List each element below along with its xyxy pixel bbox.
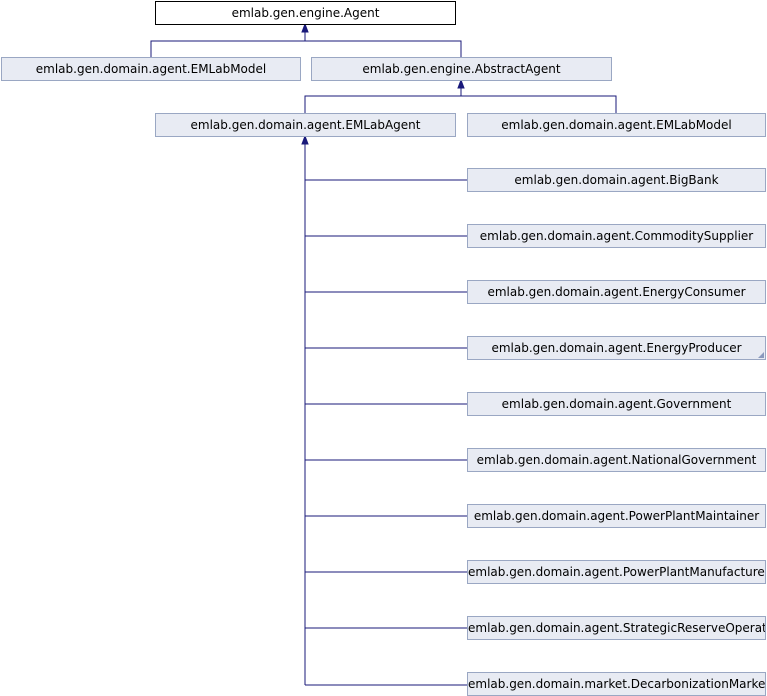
node-powerplantmanufacturer[interactable]: emlab.gen.domain.agent.PowerPlantManufac… [467,560,766,584]
node-commoditysupplier[interactable]: emlab.gen.domain.agent.CommoditySupplier [467,224,766,248]
node-energyproducer-label: emlab.gen.domain.agent.EnergyProducer [491,341,742,355]
node-decarbonizationmarket[interactable]: emlab.gen.domain.market.DecarbonizationM… [467,672,766,696]
more-subclasses-icon [758,352,764,358]
node-bigbank[interactable]: emlab.gen.domain.agent.BigBank [467,168,766,192]
edge-emlabmodel-to-agent [150,40,462,57]
node-powerplantmaintainer[interactable]: emlab.gen.domain.agent.PowerPlantMaintai… [467,504,766,528]
node-energyproducer[interactable]: emlab.gen.domain.agent.EnergyProducer [467,336,766,360]
node-agent: emlab.gen.engine.Agent [155,1,456,25]
node-abstractagent[interactable]: emlab.gen.engine.AbstractAgent [311,57,612,81]
node-emlabmodel-right[interactable]: emlab.gen.domain.agent.EMLabModel [467,113,766,137]
arrowhead-emlabagent [301,134,309,145]
node-emlabmodel-left[interactable]: emlab.gen.domain.agent.EMLabModel [1,57,301,81]
arrowhead-agent [301,22,309,33]
node-government[interactable]: emlab.gen.domain.agent.Government [467,392,766,416]
node-strategicreserveoperator[interactable]: emlab.gen.domain.agent.StrategicReserveO… [467,616,766,640]
node-energyconsumer[interactable]: emlab.gen.domain.agent.EnergyConsumer [467,280,766,304]
edge-emlabagent-to-abstractagent [304,95,617,113]
arrowhead-abstractagent [457,78,465,89]
node-nationalgovernment[interactable]: emlab.gen.domain.agent.NationalGovernmen… [467,448,766,472]
node-emlabagent[interactable]: emlab.gen.domain.agent.EMLabAgent [155,113,456,137]
